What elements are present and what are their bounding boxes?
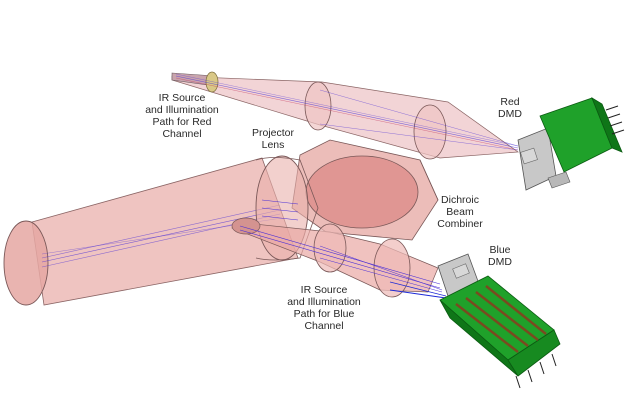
label-blue-dmd: Blue DMD: [488, 244, 512, 268]
red-lens-2: [413, 104, 447, 160]
label-dichroic: Dichroic Beam Combiner: [437, 194, 483, 230]
label-ir-blue: IR Source and Illumination Path for Blue…: [287, 284, 361, 332]
label-ir-red: IR Source and Illumination Path for Red …: [145, 92, 219, 140]
blue-lens-1: [313, 223, 347, 273]
projector-output-face: [3, 220, 49, 306]
label-red-dmd: Red DMD: [498, 96, 522, 120]
projector-beam: [3, 157, 299, 306]
label-projector-lens: Projector Lens: [251, 127, 294, 151]
blue-dmd: [437, 253, 561, 389]
red-dmd: [517, 97, 625, 191]
blue-lens-2: [373, 238, 411, 298]
red-illumination-path: [171, 71, 519, 160]
dichroic-beam-combiner: [291, 139, 439, 241]
red-source-lens: [205, 71, 219, 93]
blue-illumination-path: [231, 217, 447, 299]
